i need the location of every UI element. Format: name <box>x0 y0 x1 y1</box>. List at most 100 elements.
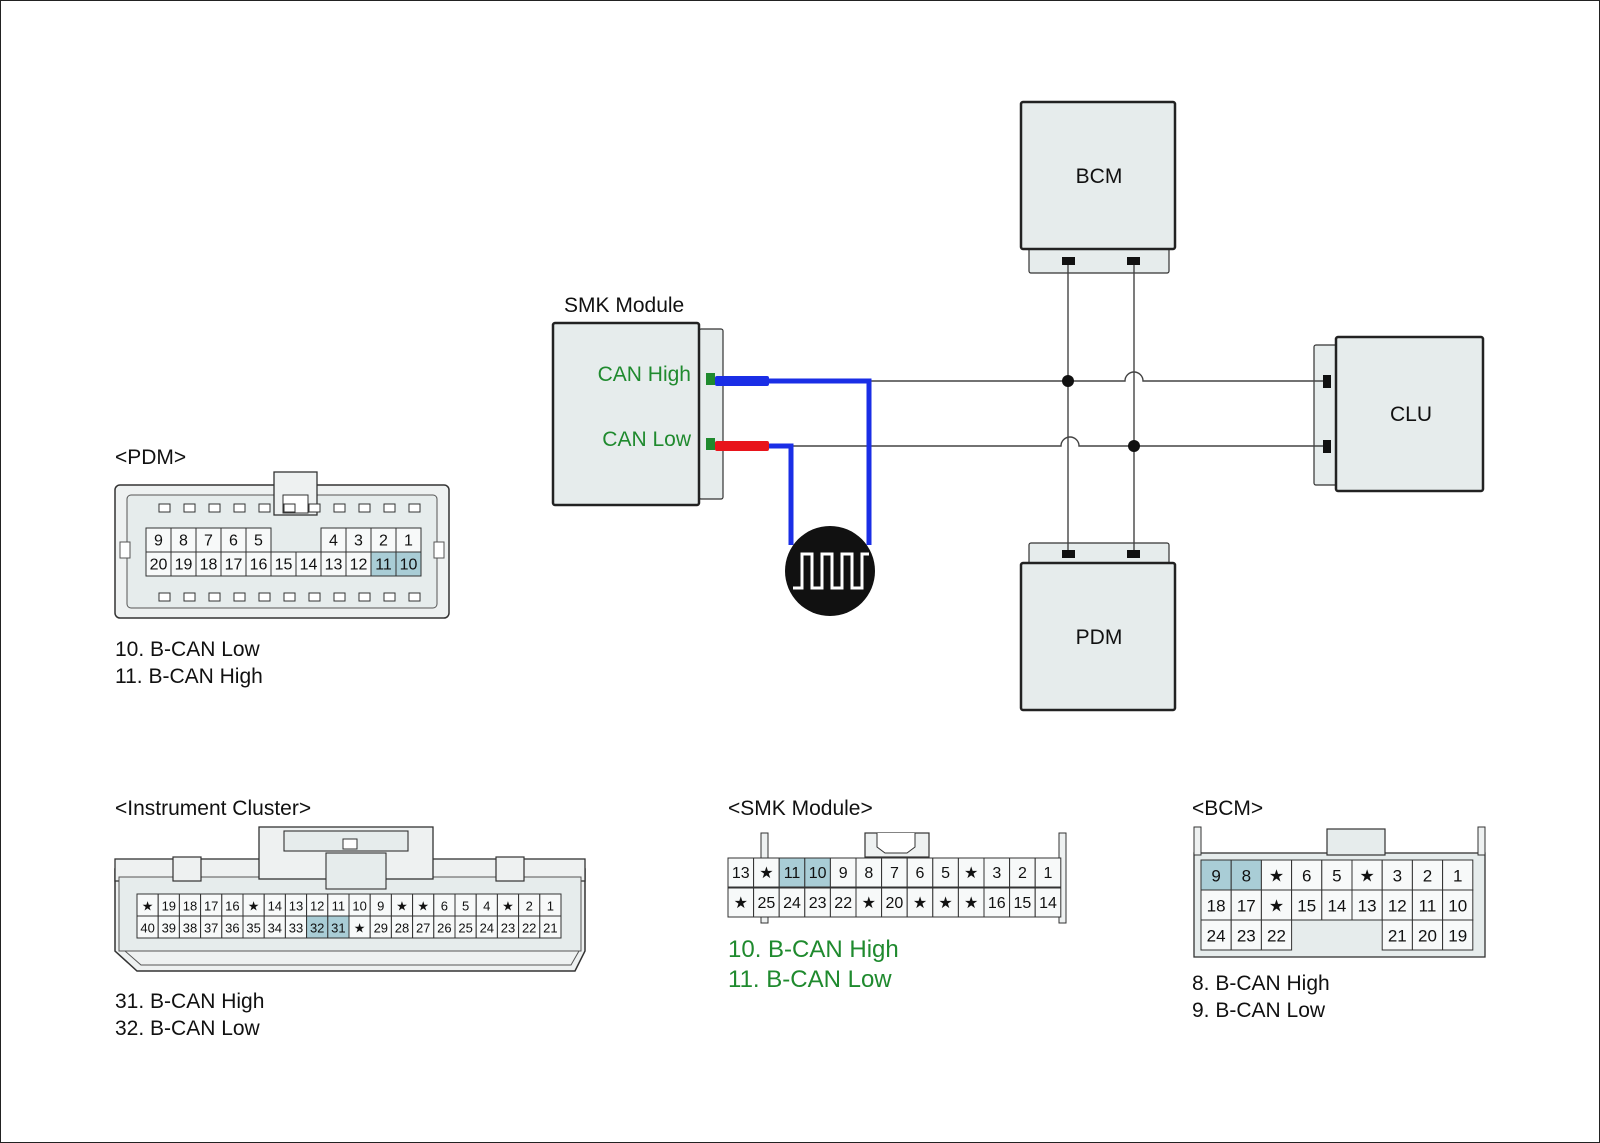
smk-module-title: SMK Module <box>564 294 685 317</box>
cluster-pin-number: 6 <box>441 899 448 914</box>
square-wave-icon <box>785 526 875 616</box>
smk-pin-cell <box>983 857 1011 888</box>
pdm-pin-number: 7 <box>204 533 213 550</box>
bcm-pin-cell <box>1442 919 1474 951</box>
smk-can-low-label: CAN Low <box>602 428 692 451</box>
cluster-pin-cell <box>539 915 562 939</box>
clu-label: CLU <box>1390 403 1432 426</box>
cluster-pin-number: 38 <box>183 921 197 936</box>
bcm-pin-cell <box>1200 919 1232 951</box>
bcm-pin-number: 15 <box>1297 897 1316 916</box>
smk-can-high-label: CAN High <box>598 363 691 386</box>
smk-pin-number: 25 <box>758 895 776 912</box>
cluster-pin-number: 36 <box>225 921 239 936</box>
cluster-pin-list: 31. B-CAN High 32. B-CAN Low <box>115 988 264 1042</box>
pdm-label: PDM <box>1076 626 1123 649</box>
pdm-pin-number: 8 <box>179 533 188 550</box>
bcm-pin-number: 14 <box>1327 897 1346 916</box>
smk-pin-cell <box>1009 887 1036 918</box>
bcm-pin-cell <box>1442 859 1474 891</box>
bcm-pin-number: 9 <box>1211 867 1220 886</box>
cluster-pin-number: 5 <box>462 899 469 914</box>
smk-pin-cell <box>906 887 934 918</box>
smk-pin-number: 9 <box>839 865 848 882</box>
pdm-pin-number: 11 <box>375 557 392 574</box>
probe-wires <box>715 376 872 545</box>
smk-pin-item: 10. B-CAN High <box>728 936 899 963</box>
pdm-pin-cell <box>220 551 247 577</box>
cluster-pin-number: 37 <box>204 921 218 936</box>
smk-pin-cell <box>1034 887 1062 918</box>
bcm-module-block: BCM <box>1019 100 1177 274</box>
pdm-pin-item: 11. B-CAN High <box>115 665 263 688</box>
bcm-pin-cell <box>1411 859 1444 891</box>
bcm-pin-number: 22 <box>1267 927 1286 946</box>
bcm-pin-number: 8 <box>1242 867 1251 886</box>
pdm-pin-cell <box>195 551 222 577</box>
smk-pin-cell <box>855 857 883 888</box>
bcm-pin-cell <box>1411 889 1444 921</box>
bcm-pin-cell <box>1230 859 1262 891</box>
cluster-pin-item: 32. B-CAN Low <box>115 1017 260 1040</box>
bcm-pin-cell <box>1260 859 1293 891</box>
pdm-pin-number: 1 <box>404 533 413 550</box>
smk-pin-cell <box>804 857 831 888</box>
pdm-pin-cell <box>295 551 322 577</box>
pdm-pin-number: 17 <box>225 557 243 574</box>
pdm-pin-cell <box>370 551 397 577</box>
bcm-pin-number: 19 <box>1448 927 1467 946</box>
pdm-pin-list: 10. B-CAN Low 11. B-CAN High <box>115 636 263 690</box>
smk-pin-cell <box>906 857 934 888</box>
bcm-pin-cell <box>1381 889 1413 921</box>
smk-pin-number: 24 <box>783 895 801 912</box>
bcm-pin-number: 6 <box>1302 867 1311 886</box>
cluster-pin-number: 14 <box>268 899 282 914</box>
smk-connector-title: <SMK Module> <box>728 797 873 820</box>
cluster-pin-number: 32 <box>310 921 324 936</box>
cluster-pin-number: ★ <box>142 899 154 914</box>
smk-pin-number: 13 <box>732 865 750 882</box>
pdm-pin-cell <box>245 527 272 553</box>
pdm-pin-number: 9 <box>154 533 163 550</box>
bcm-pin-number: ★ <box>1269 897 1284 916</box>
cluster-pin-number: 23 <box>501 921 515 936</box>
cluster-pin-number: ★ <box>354 921 366 936</box>
cluster-pin-number: 39 <box>162 921 176 936</box>
smk-pin-cell <box>1034 857 1062 888</box>
smk-pin-cell <box>855 887 883 918</box>
smk-pin-cell <box>881 887 908 918</box>
cluster-pin-number: 26 <box>437 921 451 936</box>
bcm-pin-number: 10 <box>1448 897 1467 916</box>
pdm-pin-number: 18 <box>200 557 218 574</box>
bcm-pin-number: 3 <box>1393 867 1402 886</box>
smk-pin-number: 11 <box>784 865 801 882</box>
pdm-pin-number: 14 <box>300 557 318 574</box>
bcm-pin-number: 24 <box>1207 927 1226 946</box>
pdm-pin-number: 5 <box>254 533 263 550</box>
pdm-pin-cell <box>145 527 172 553</box>
pdm-pin-number: 6 <box>229 533 238 550</box>
pdm-pin-cell <box>320 551 347 577</box>
cluster-pin-number: ★ <box>248 899 260 914</box>
bcm-pin-cell <box>1230 889 1262 921</box>
cluster-pin-number: 12 <box>310 899 324 914</box>
pdm-pin-item: 10. B-CAN Low <box>115 638 260 661</box>
can-low-junction <box>1128 440 1140 452</box>
pdm-pin-cell <box>170 551 197 577</box>
cluster-pin-number: 9 <box>377 899 384 914</box>
cluster-pin-number: 35 <box>246 921 260 936</box>
cluster-connector-title: <Instrument Cluster> <box>115 797 312 820</box>
pdm-pin-number: 12 <box>350 557 368 574</box>
cluster-pin-number: 17 <box>204 899 218 914</box>
smk-pin-number: 10 <box>809 865 827 882</box>
pdm-pin-number: 19 <box>175 557 193 574</box>
smk-pin-number: ★ <box>862 895 876 912</box>
pdm-pin-number: 10 <box>400 557 418 574</box>
bcm-pin-list: 8. B-CAN High 9. B-CAN Low <box>1192 970 1330 1024</box>
cluster-pin-number: 19 <box>162 899 176 914</box>
cluster-pin-number: 25 <box>458 921 472 936</box>
